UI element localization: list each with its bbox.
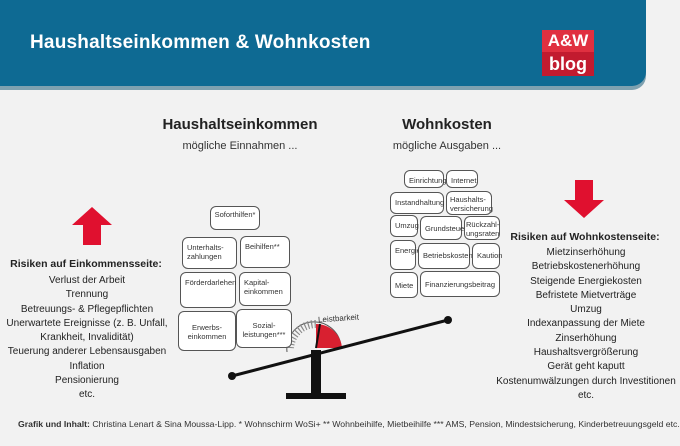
box-label: Soforthilfen*: [214, 210, 256, 219]
list-item: etc.: [78, 389, 96, 401]
box-label: Umzug: [395, 221, 419, 230]
list-item: Gerät geht kaputt: [547, 361, 625, 373]
list-item: Betreuungs- & Pflegepflichten: [20, 303, 154, 315]
arrow-down-icon: [564, 180, 604, 218]
box-instandhaltung: Instandhaltung: [390, 192, 444, 214]
box-betriebskosten: Betriebskosten: [418, 243, 473, 269]
box-label: Sozial- leistungen***: [242, 321, 286, 339]
income-risk-title: Risiken auf Einkommensseite:: [10, 258, 162, 270]
box-label: Haushalts- versicherung: [450, 195, 493, 213]
income-risk-list: Verlust der Arbeit Trennung Betreuungs- …: [4, 274, 170, 403]
box-label: Rückzahl- ungsraten: [466, 220, 500, 238]
box-label: Internet: [451, 176, 477, 185]
box-label: Erwerbs- einkommen: [187, 323, 227, 341]
costs-heading: Wohnkosten: [402, 116, 492, 133]
list-item: Zinserhöhung: [555, 332, 617, 344]
list-item: Indexanpassung der Miete: [527, 318, 645, 330]
box-einrichtung: Einrichtung: [404, 170, 447, 188]
list-item: Umzug: [570, 304, 602, 316]
list-item: Steigende Energiekosten: [530, 275, 642, 287]
box-soforthilfen: Soforthilfen*: [210, 206, 260, 230]
box-label: Instandhaltung: [395, 198, 445, 207]
income-heading: Haushaltseinkommen: [162, 116, 318, 133]
box-grundsteuer: Grundsteuer: [420, 216, 467, 240]
box-kaution: Kaution: [472, 243, 503, 269]
box-unterhalt: Unterhalts- zahlungen: [182, 237, 237, 269]
list-item: Pensionierung: [55, 375, 119, 387]
arrow-up-icon: [72, 207, 112, 245]
list-item: Trennung: [65, 289, 109, 301]
box-energie: Energie: [390, 240, 421, 270]
list-item: etc.: [577, 389, 595, 401]
box-label: Finanzierungsbeitrag: [424, 280, 496, 289]
list-item: Haushaltsvergrößerung: [533, 347, 639, 359]
box-label: Miete: [395, 281, 414, 290]
box-label: Kaution: [477, 251, 503, 260]
list-item: Mietzinserhöhung: [546, 247, 626, 258]
box-sozial: Sozial- leistungen***: [236, 309, 292, 348]
footer-credits: Grafik und Inhalt: Christina Lenart & Si…: [18, 419, 680, 429]
costs-risk-title: Risiken auf Wohnkostenseite:: [510, 231, 660, 243]
box-finanzierung: Finanzierungsbeitrag: [420, 271, 500, 297]
list-item: Kostenumwälzungen durch Investitionen: [496, 375, 676, 387]
income-subheading: mögliche Einnahmen ...: [182, 140, 298, 152]
box-erwerb: Erwerbs- einkommen: [178, 311, 236, 351]
blog-logo[interactable]: A&W blog: [542, 30, 594, 76]
list-item: Betriebskostenerhöhung: [531, 261, 641, 273]
list-item: Krankheit, Invalidität): [40, 332, 134, 344]
box-rueckzahl: Rückzahl- ungsraten: [464, 216, 500, 240]
box-label: Unterhalts- zahlungen: [187, 243, 224, 261]
page-title: Haushaltseinkommen & Wohnkosten: [30, 32, 371, 53]
logo-top: A&W: [542, 30, 594, 52]
box-umzug: Umzug: [390, 215, 419, 237]
list-item: Inflation: [69, 360, 105, 372]
box-label: Beihilfen**: [245, 242, 280, 251]
box-beihilfen: Beihilfen**: [240, 236, 290, 268]
logo-bottom: blog: [542, 52, 594, 76]
box-internet: Internet: [446, 170, 478, 188]
box-label: Einrichtung: [409, 176, 447, 185]
list-item: Verlust der Arbeit: [48, 275, 126, 286]
footer-label: Grafik und Inhalt:: [18, 419, 90, 429]
box-kapital: Kapital- einkommen: [239, 272, 291, 306]
box-label: Grundsteuer: [425, 224, 467, 233]
costs-subheading: mögliche Ausgaben ...: [392, 140, 502, 152]
box-foerderdarlehen: Förderdarlehen: [180, 272, 236, 308]
list-item: Unerwartete Ereignisse (z. B. Unfall,: [6, 317, 168, 329]
header-banner: [0, 0, 646, 86]
box-miete: Miete: [390, 272, 418, 298]
box-label: Förderdarlehen: [185, 278, 237, 287]
box-label: Kapital- einkommen: [244, 278, 283, 296]
list-item: Teuerung anderer Lebensausgaben: [7, 346, 167, 358]
list-item: Befristete Mietverträge: [535, 289, 637, 301]
footer-text: Christina Lenart & Sina Moussa-Lipp. * W…: [89, 419, 680, 429]
costs-risk-list: Mietzinserhöhung Betriebskostenerhöhung …: [496, 246, 676, 403]
box-label: Energie: [395, 246, 421, 255]
box-label: Betriebskosten: [423, 251, 473, 260]
box-haushaltsversicherung: Haushalts- versicherung: [446, 191, 493, 215]
